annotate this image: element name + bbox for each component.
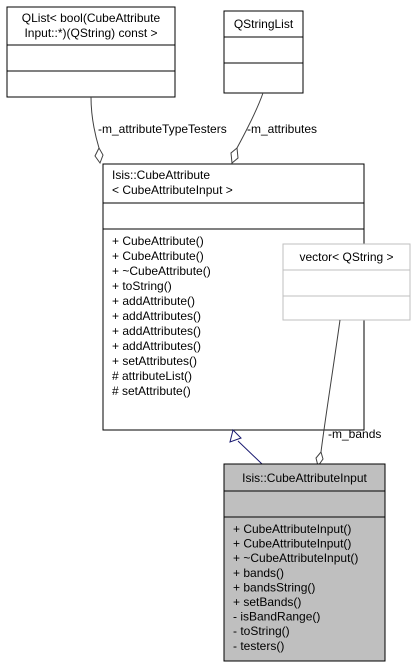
aggregation-diamond bbox=[94, 146, 104, 165]
method-item: + CubeAttribute() bbox=[112, 234, 204, 248]
method-item: - testers() bbox=[233, 639, 284, 653]
class-title: QStringList bbox=[234, 17, 294, 31]
class-title-line: < CubeAttributeInput > bbox=[112, 183, 233, 197]
edge-attribute-type-testers: -m_attributeTypeTesters bbox=[90, 96, 227, 165]
class-box-cubeattributeinput[interactable]: Isis::CubeAttributeInput + CubeAttribute… bbox=[223, 463, 386, 662]
edge-label: -m_bands bbox=[328, 427, 381, 441]
method-item: + toString() bbox=[112, 279, 172, 293]
method-item: + CubeAttributeInput() bbox=[233, 537, 351, 551]
inheritance-arrowhead bbox=[229, 429, 242, 443]
class-title: vector< QString > bbox=[299, 250, 393, 264]
class-title: Isis::CubeAttributeInput bbox=[242, 471, 367, 485]
edge-inheritance bbox=[229, 429, 263, 465]
edge-attributes: -m_attributes bbox=[230, 92, 317, 164]
method-item: + setBands() bbox=[233, 595, 301, 609]
method-item: - isBandRange() bbox=[233, 610, 320, 624]
method-list: + CubeAttribute()+ CubeAttribute()+ ~Cub… bbox=[112, 234, 211, 398]
method-item: + addAttributes() bbox=[112, 324, 201, 338]
method-item: + setAttributes() bbox=[112, 354, 197, 368]
edge-label: -m_attributeTypeTesters bbox=[98, 122, 227, 136]
method-item: + CubeAttributeInput() bbox=[233, 522, 351, 536]
edge-label: -m_attributes bbox=[247, 122, 317, 136]
method-item: + bandsString() bbox=[233, 580, 315, 594]
class-box-qstringlist[interactable]: QStringList bbox=[223, 10, 304, 94]
method-item: - toString() bbox=[233, 624, 290, 638]
method-item: + bands() bbox=[233, 566, 284, 580]
method-item: + addAttributes() bbox=[112, 339, 201, 353]
aggregation-diamond bbox=[230, 147, 239, 164]
method-item: + ~CubeAttribute() bbox=[112, 264, 211, 278]
method-list: + CubeAttributeInput()+ CubeAttributeInp… bbox=[233, 522, 358, 653]
method-item: # attributeList() bbox=[112, 369, 192, 383]
method-item: + addAttributes() bbox=[112, 309, 201, 323]
class-title-line: QList< bool(CubeAttribute bbox=[22, 11, 161, 25]
method-item: # setAttribute() bbox=[112, 384, 191, 398]
class-box-qlist[interactable]: QList< bool(CubeAttribute Input::*)(QStr… bbox=[6, 6, 176, 98]
method-item: + CubeAttribute() bbox=[112, 249, 204, 263]
class-box-vector[interactable]: vector< QString > bbox=[282, 243, 411, 321]
class-title-line: Input::*)(QString) const > bbox=[24, 26, 157, 40]
method-item: + addAttribute() bbox=[112, 294, 195, 308]
method-item: + ~CubeAttributeInput() bbox=[233, 551, 358, 565]
class-box-cubeattribute[interactable]: Isis::CubeAttribute < CubeAttributeInput… bbox=[102, 163, 365, 431]
class-title-line: Isis::CubeAttribute bbox=[112, 168, 210, 182]
